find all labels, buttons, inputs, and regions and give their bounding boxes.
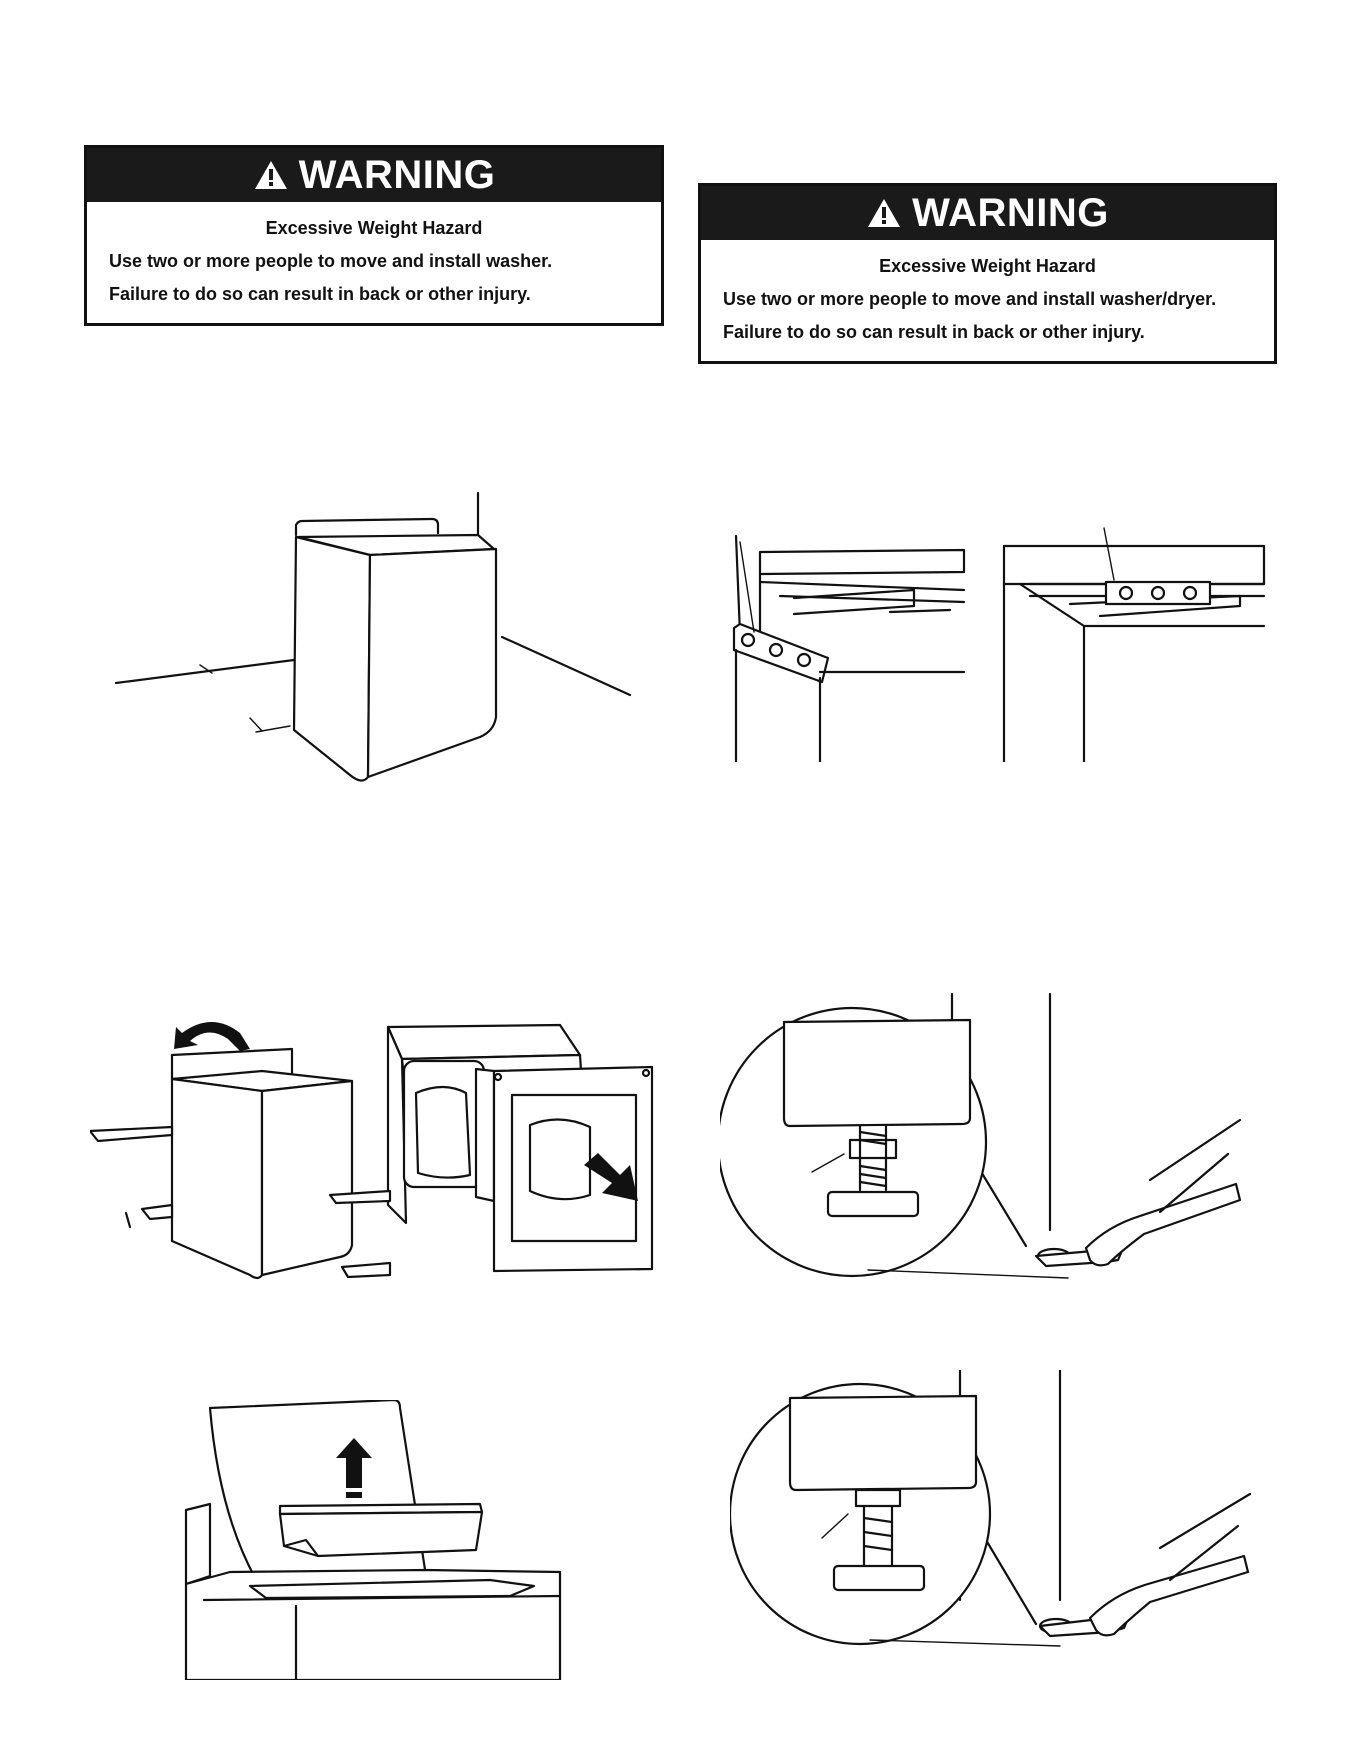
shipping-strut-removal-illustration: [90, 1005, 670, 1285]
warning-box-washer-dryer: WARNING Excessive Weight Hazard Use two …: [698, 183, 1277, 364]
warning-header: WARNING: [701, 186, 1274, 240]
leveling-foot-adjust-illustration: [730, 1370, 1260, 1660]
warning-header: WARNING: [87, 148, 661, 202]
curved-arrow-icon: [174, 1022, 250, 1051]
hazard-title: Excessive Weight Hazard: [87, 218, 661, 239]
warning-instruction: Use two or more people to move and insta…: [723, 289, 1274, 310]
warning-instruction: Use two or more people to move and insta…: [109, 251, 661, 272]
rear-bracket-removal-illustration: [720, 522, 1280, 762]
leveling-foot-lock-nut-illustration: [720, 990, 1260, 1290]
warning-consequence: Failure to do so can result in back or o…: [109, 284, 661, 305]
packing-tray-removal-illustration: [180, 1400, 570, 1680]
warning-triangle-icon: [866, 197, 902, 229]
hazard-title: Excessive Weight Hazard: [701, 256, 1274, 277]
warning-title: WARNING: [299, 153, 496, 198]
warning-box-washer: WARNING Excessive Weight Hazard Use two …: [84, 145, 664, 326]
warning-triangle-icon: [253, 159, 289, 191]
warning-consequence: Failure to do so can result in back or o…: [723, 322, 1274, 343]
washer-wall-clearance-illustration: [100, 485, 640, 795]
warning-title: WARNING: [912, 191, 1109, 236]
